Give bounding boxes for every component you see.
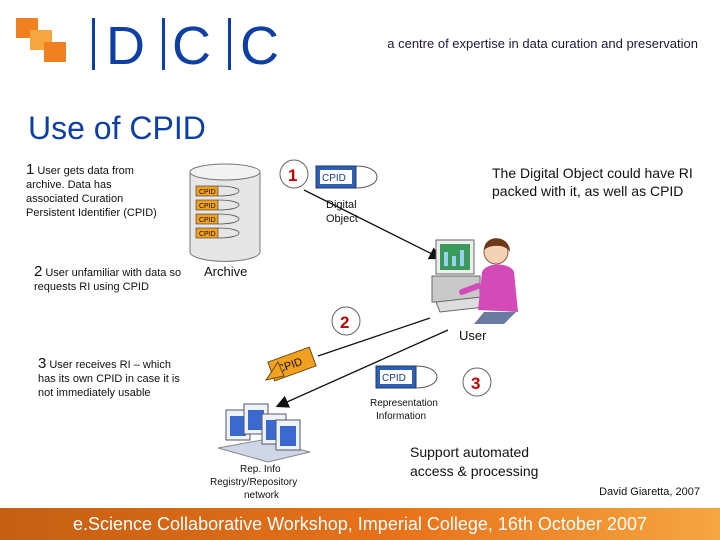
archive-label: Archive bbox=[204, 264, 247, 279]
archive-icon bbox=[189, 163, 261, 262]
digital-object-cpid: CPID bbox=[322, 173, 346, 184]
registry-label-line3: network bbox=[244, 490, 280, 501]
representation-information-icon: CPID bbox=[375, 365, 438, 389]
request-arrow-head bbox=[264, 360, 285, 381]
note-1-text: User gets data from archive. Data has as… bbox=[26, 165, 157, 219]
step-2-label: 2 bbox=[340, 313, 349, 332]
step-1-badge: 1 bbox=[279, 159, 309, 189]
note-3-number: 3 bbox=[38, 355, 47, 372]
support-note: Support automated access & processing bbox=[410, 443, 538, 481]
user-label: User bbox=[459, 328, 487, 343]
footer-text: e.Science Collaborative Workshop, Imperi… bbox=[73, 514, 647, 534]
logo-letter-d: D bbox=[106, 16, 145, 76]
step-1-label: 1 bbox=[288, 166, 297, 185]
page-title: Use of CPID bbox=[28, 110, 206, 146]
logo-letter-c1: C bbox=[172, 16, 211, 76]
representation-information-label-line1: Representation bbox=[370, 398, 438, 409]
footer-bar: e.Science Collaborative Workshop, Imperi… bbox=[0, 508, 720, 540]
archive-cpid-label: CPID bbox=[199, 231, 216, 238]
note-2-text: User unfamiliar with data so requests RI… bbox=[34, 267, 182, 293]
arrow-registry-to-user bbox=[275, 329, 449, 408]
note-2-number: 2 bbox=[34, 263, 43, 280]
archive-cpid-stack: CPID CPID CPID CPID bbox=[195, 185, 240, 239]
digital-object-note: The Digital Object could have RI packed … bbox=[492, 165, 693, 199]
digital-object-icon: CPID bbox=[315, 165, 378, 189]
support-note-line2: access & processing bbox=[410, 463, 539, 479]
step-3-label: 3 bbox=[471, 374, 480, 393]
representation-information-label-line2: Information bbox=[376, 411, 426, 422]
dcc-logo-mark bbox=[16, 18, 66, 62]
digital-object-label-line2: Object bbox=[326, 213, 358, 225]
archive-cpid-label: CPID bbox=[199, 217, 216, 224]
logo-letter-c2: C bbox=[240, 16, 279, 76]
author-credit: David Giaretta, 2007 bbox=[599, 486, 700, 498]
note-1-number: 1 bbox=[26, 161, 35, 178]
arrow-user-to-registry bbox=[317, 317, 431, 357]
tagline: a centre of expertise in data curation a… bbox=[387, 36, 698, 51]
archive-cpid-label: CPID bbox=[199, 189, 216, 196]
representation-information-cpid: CPID bbox=[382, 373, 406, 384]
registry-network-icon bbox=[217, 403, 311, 463]
dcc-logo-letters: D C C bbox=[92, 16, 279, 76]
note-3-text: User receives RI – which has its own CPI… bbox=[38, 359, 180, 399]
archive-cpid-label: CPID bbox=[199, 203, 216, 210]
step-3-badge: 3 bbox=[462, 367, 492, 397]
support-note-line1: Support automated bbox=[410, 444, 530, 460]
registry-label-line2: Registry/Repository bbox=[210, 477, 297, 488]
digital-object-label-line1: Digital bbox=[326, 199, 357, 211]
registry-label-line1: Rep. Info bbox=[240, 464, 281, 475]
user-at-computer-icon bbox=[431, 238, 518, 324]
arrow-archive-to-user bbox=[303, 189, 443, 260]
step-2-badge: 2 bbox=[331, 306, 361, 336]
